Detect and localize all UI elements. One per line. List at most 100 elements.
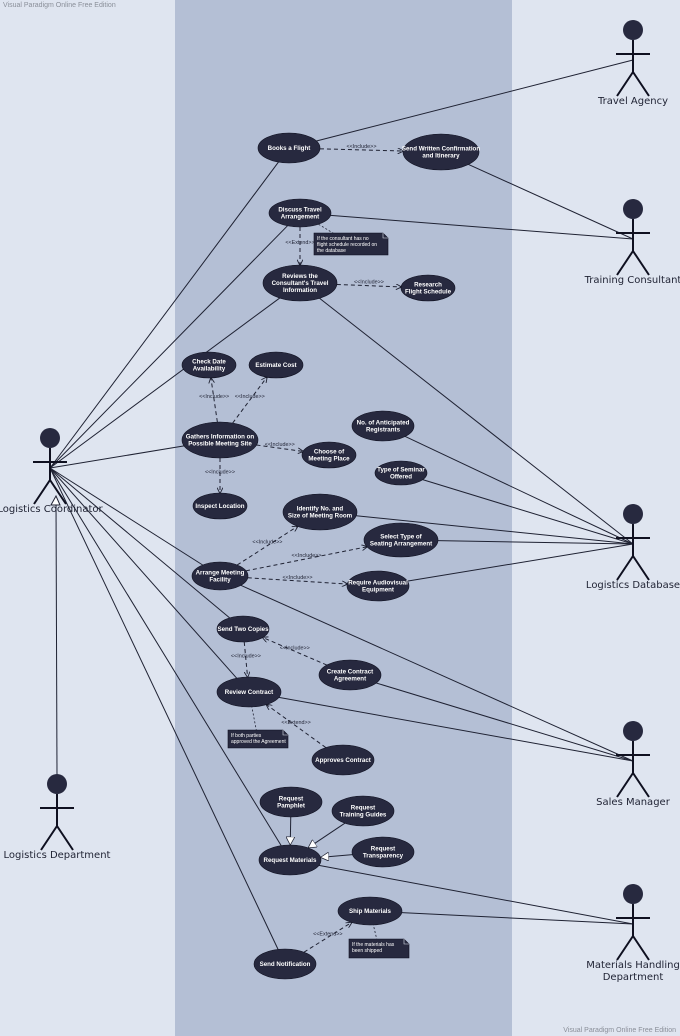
association-logistics-database-identify-room: [356, 515, 634, 545]
actor-head: [623, 721, 643, 741]
use-case-label: Request: [279, 796, 303, 803]
actor-label: Logistics Database: [586, 580, 680, 591]
use-case-estimate-cost[interactable]: Estimate Cost: [248, 351, 304, 379]
actor-leg-left: [616, 555, 634, 581]
use-case-label: Research: [414, 282, 442, 289]
association-logistics-coordinator-send-copies: [49, 467, 230, 619]
use-case-review-contract[interactable]: Review Contract: [216, 676, 282, 708]
use-case-ellipse: [192, 492, 248, 520]
use-case-ellipse: [253, 948, 317, 980]
use-case-label: Review Contract: [225, 689, 273, 696]
actor-sales-manager[interactable]: Sales Manager: [596, 721, 671, 808]
use-case-label: Consultant's Travel: [272, 280, 329, 287]
use-case-label: Inspect Location: [195, 503, 244, 510]
use-case-ship-materials[interactable]: Ship Materials: [337, 896, 403, 926]
use-case-send-notification[interactable]: Send Notification: [253, 948, 317, 980]
use-case-ellipse: [374, 460, 428, 486]
actor-training-consultant[interactable]: Training Consultant: [584, 199, 680, 286]
use-case-ellipse: [216, 676, 282, 708]
note-fold: [403, 939, 409, 945]
association-logistics-coordinator-send-notification: [49, 467, 279, 950]
use-case-label: Check Date: [192, 359, 226, 366]
stereotype-label: <<Include>>: [283, 575, 313, 581]
stereotype-label: <<Extend>>: [313, 931, 342, 937]
stereotype-label: <<Include>>: [292, 553, 322, 559]
association-travel-agency-books-flight: [316, 59, 634, 142]
use-case-label: Request Materials: [264, 857, 318, 864]
use-case-ellipse: [402, 133, 480, 171]
association-materials-handling-req-materials: [318, 864, 634, 925]
use-case-label: and Itinerary: [422, 153, 460, 160]
use-case-label: Flight Schedule: [405, 289, 452, 296]
use-case-approves-contract[interactable]: Approves Contract: [311, 744, 375, 776]
use-case-label: Select Type of: [380, 534, 422, 541]
stereotype-label: <<Include>>: [354, 280, 384, 286]
use-case-label: Information: [283, 287, 317, 294]
actor-logistics-database[interactable]: Logistics Database: [586, 504, 680, 591]
use-case-ellipse: [248, 351, 304, 379]
stereotype-label: <<Include>>: [347, 144, 377, 150]
use-case-label: Reviews the: [282, 273, 318, 280]
use-case-send-copies[interactable]: Send Two Copies: [216, 615, 270, 643]
use-case-label: Training Guides: [340, 812, 387, 819]
use-case-ellipse: [181, 421, 259, 459]
use-case-ellipse: [216, 615, 270, 643]
actor-leg-right: [56, 825, 74, 851]
use-case-req-materials[interactable]: Request Materials: [258, 844, 322, 876]
use-case-ellipse: [346, 570, 410, 602]
note-text: If the materials has: [352, 942, 395, 948]
note-box: [227, 729, 289, 749]
use-case-books-flight[interactable]: Books a Flight: [257, 132, 321, 164]
actor-leg-right: [632, 935, 650, 961]
association-logistics-coordinator-discuss-travel: [49, 225, 288, 469]
actor-leg-right: [632, 772, 650, 798]
actor-label: Training Consultant: [584, 275, 680, 286]
generalization-arrowhead: [50, 494, 61, 506]
stereotype-label: <<Include>>: [265, 442, 295, 448]
use-case-label: Meeting Place: [308, 456, 350, 463]
stereotype-label: <<Include>>: [205, 470, 235, 476]
generalization-req-guides-req-materials: [308, 822, 346, 848]
actor-head: [623, 199, 643, 219]
use-case-label: Choose of: [314, 449, 345, 456]
use-case-label: Seating Arrangement: [370, 541, 432, 548]
actor-logistics-department[interactable]: Logistics Department: [4, 774, 111, 861]
note-text: the database: [317, 248, 346, 254]
use-case-ellipse: [259, 786, 323, 818]
actor-leg-left: [616, 71, 634, 97]
use-case-ellipse: [351, 410, 415, 442]
use-case-inspect-location[interactable]: Inspect Location: [192, 492, 248, 520]
use-case-label: Type of Seminar: [377, 467, 425, 474]
actor-travel-agency[interactable]: Travel Agency: [597, 20, 668, 107]
stereotype-label: <<Include>>: [235, 394, 265, 400]
use-case-label: Arrangement: [281, 214, 320, 221]
stereotype-label: <<Include>>: [280, 645, 310, 651]
use-case-ellipse: [337, 896, 403, 926]
actor-logistics-coordinator[interactable]: Logistics Coordinator: [0, 428, 104, 515]
actor-leg-right: [632, 250, 650, 276]
use-case-label: Availability: [193, 366, 226, 373]
association-sales-manager-create-contract: [376, 682, 634, 762]
use-case-label: Arrange Meeting: [196, 570, 245, 577]
use-case-ellipse: [181, 351, 237, 379]
note-box: [313, 232, 389, 256]
note-text: been shipped: [352, 948, 382, 954]
